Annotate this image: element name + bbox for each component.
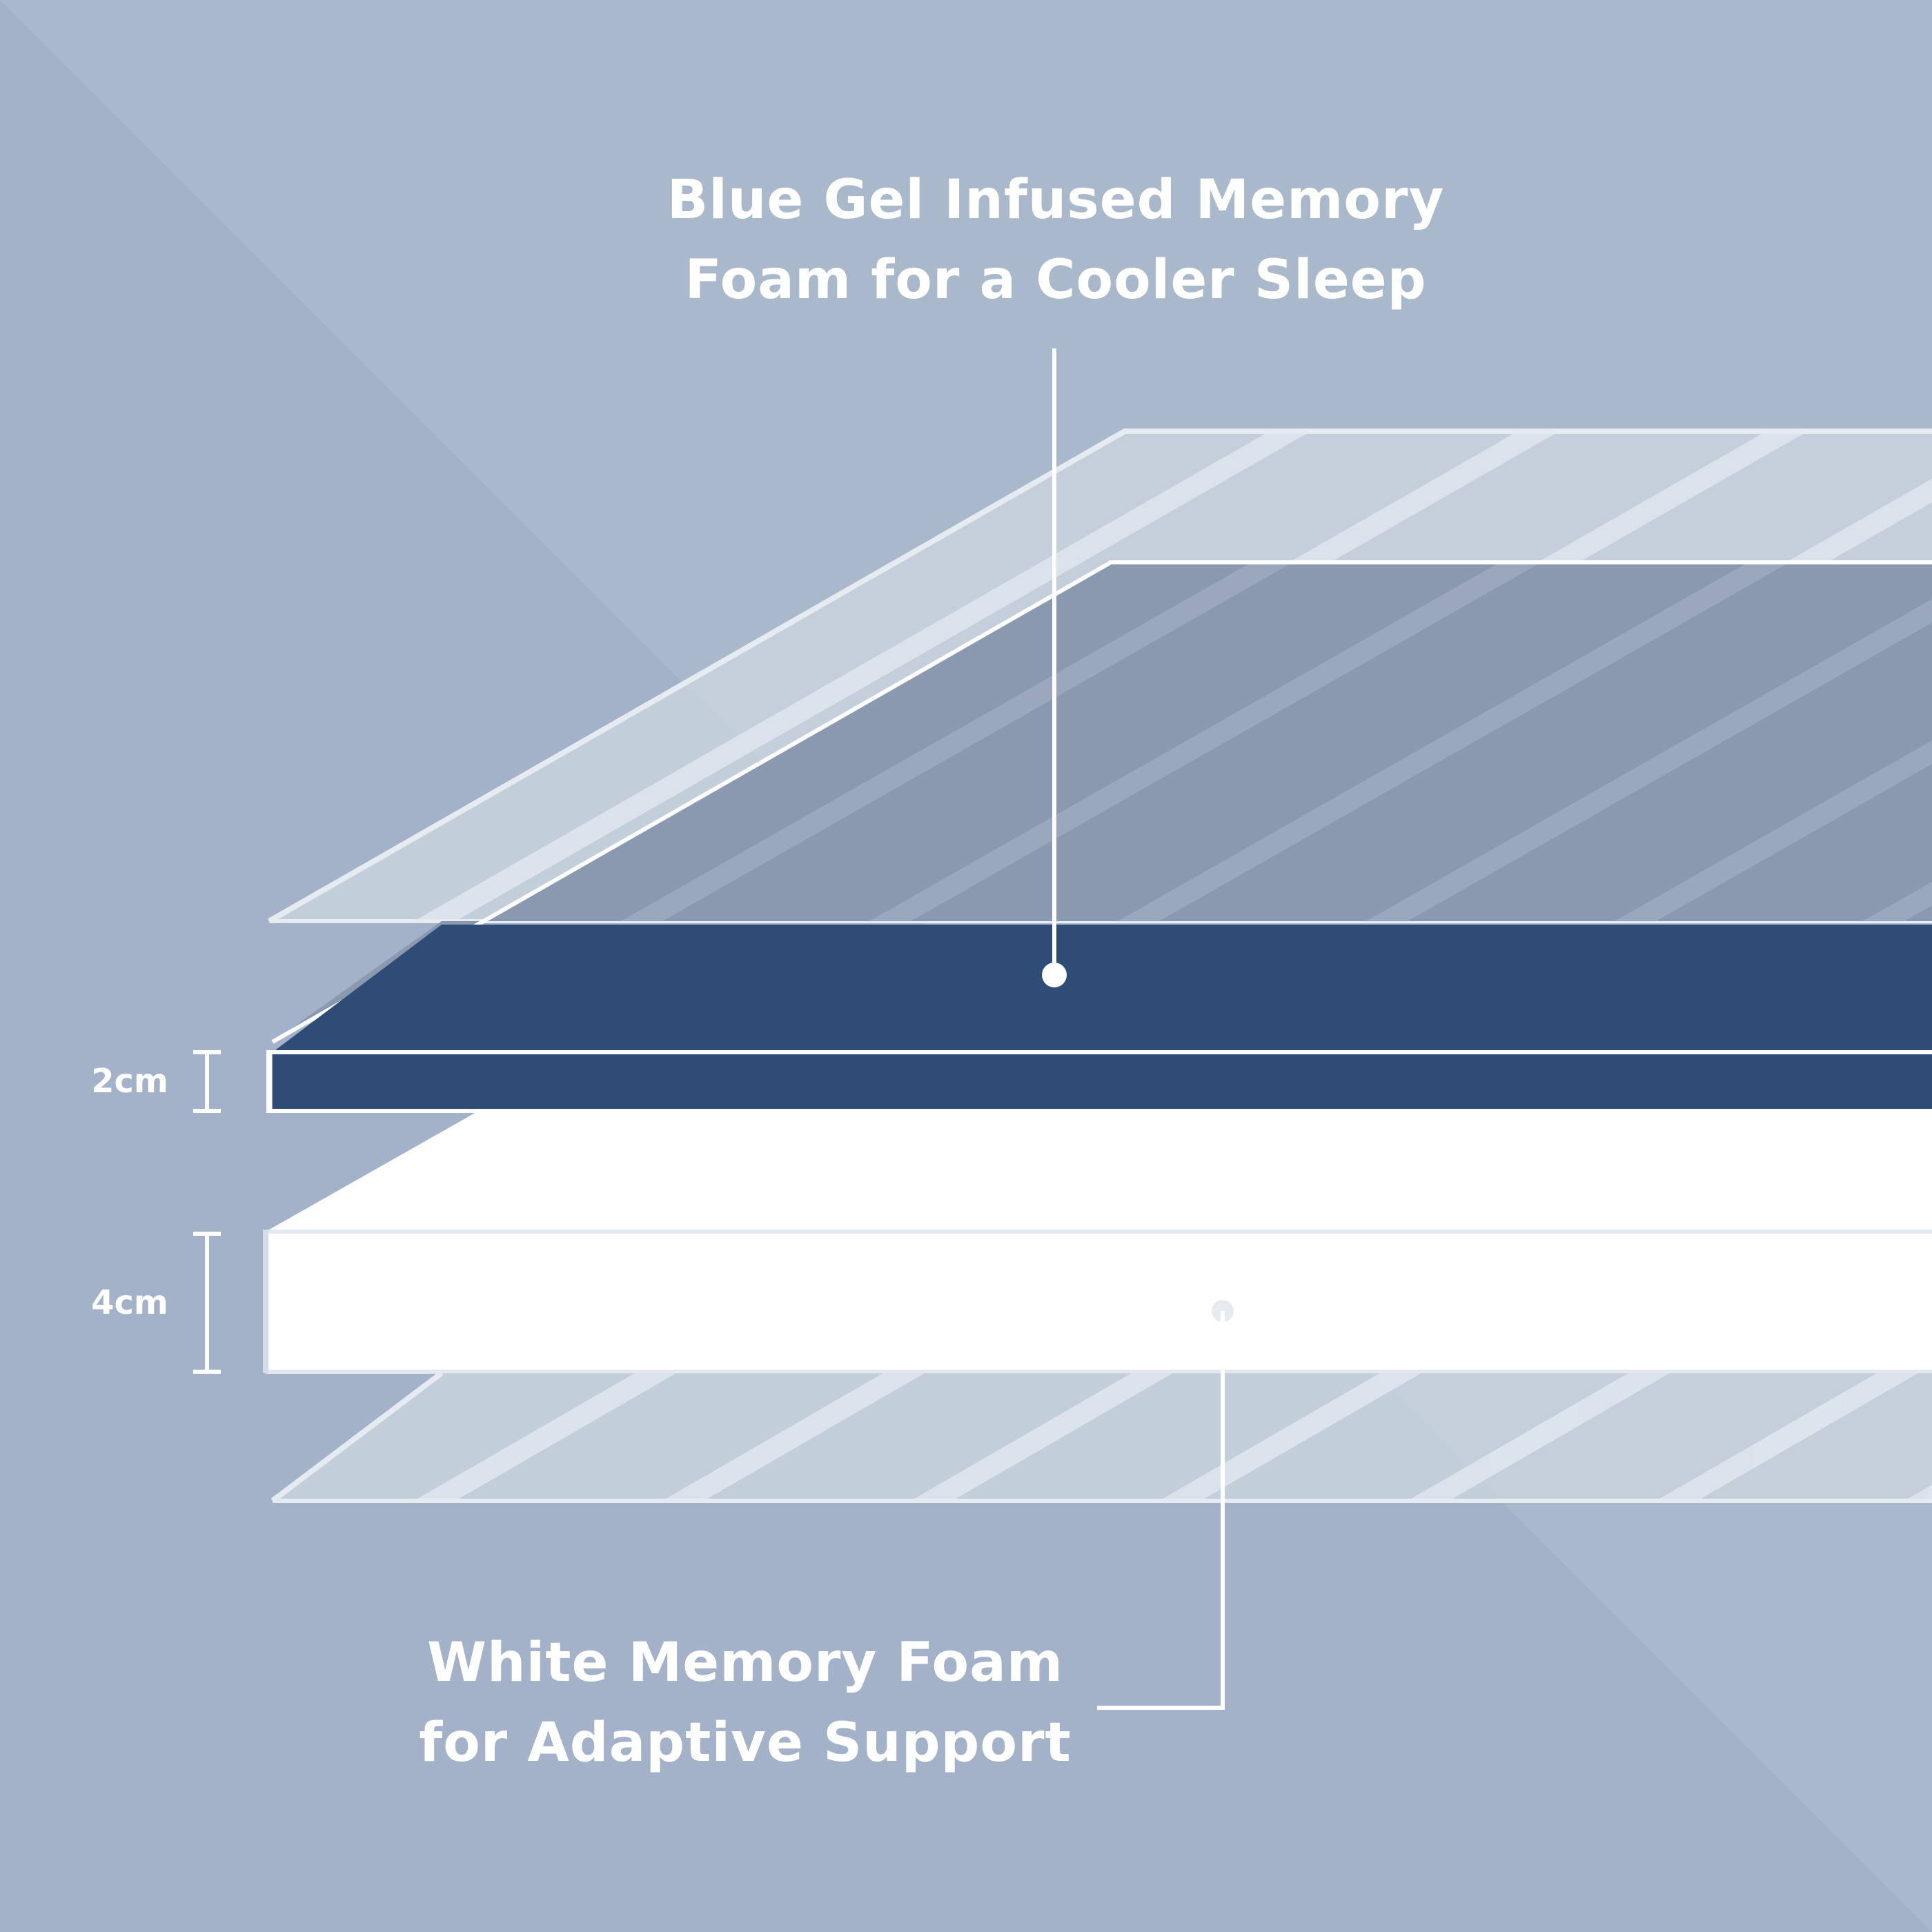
- blue-gel-layer-body: [266, 925, 1932, 1113]
- white-foam-layer: [263, 1112, 1932, 1374]
- white-foam-label-line2: for Adaptive Support: [419, 1712, 1072, 1774]
- white-foam-layer-label: White Memory Foam for Adaptive Support: [331, 1623, 1159, 1783]
- blue-gel-label-line2: Foam for a Cooler Sleep: [684, 249, 1427, 311]
- blue-gel-pointer-dot: [1042, 963, 1067, 987]
- blue-gel-layer-label: Blue Gel Infused Memory Foam for a Coole…: [607, 160, 1504, 320]
- bottom-cover-layer: [270, 1370, 1932, 1504]
- white-foam-pointer: [1097, 1300, 1234, 1710]
- blue-gel-label-line1: Blue Gel Infused Memory: [667, 169, 1445, 231]
- thickness-label-4cm: 4cm: [91, 1283, 168, 1322]
- blue-gel-layer-top: [271, 560, 1932, 1044]
- dimension-bracket-2cm: [193, 1050, 221, 1113]
- white-foam-label-line1: White Memory Foam: [426, 1632, 1064, 1694]
- blue-gel-pointer: [1042, 348, 1067, 987]
- dimension-bracket-4cm: [193, 1232, 221, 1374]
- thickness-label-2cm: 2cm: [91, 1062, 168, 1101]
